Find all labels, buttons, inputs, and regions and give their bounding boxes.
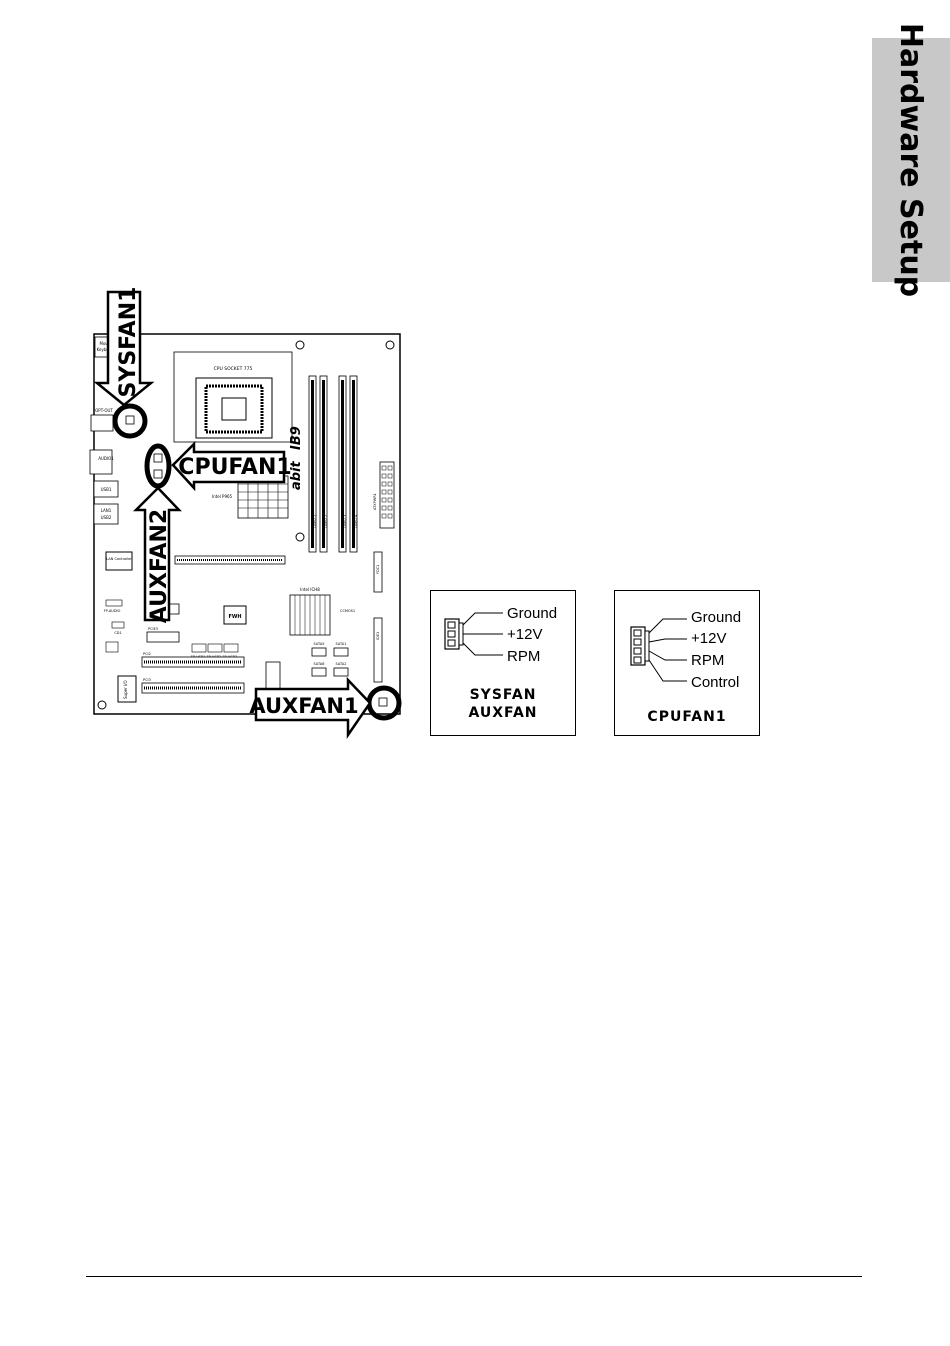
rear-label: AUDIO1 <box>98 456 114 461</box>
pin-label-12v: +12V <box>691 630 727 647</box>
mount-hole <box>385 340 395 350</box>
chip-label: Intel P965 <box>212 494 233 499</box>
auxfan1-arrow <box>254 676 372 740</box>
usb1-port <box>93 480 119 498</box>
cpufan1-header <box>153 453 163 463</box>
lan-usb-port <box>93 503 119 525</box>
board-model: IB9 <box>289 426 304 450</box>
section-tab: Hardware Setup <box>872 22 950 298</box>
auxfan2-arrow <box>132 486 182 622</box>
legend-3pin-title-2: AUXFAN <box>468 705 538 721</box>
chip-label: FWH <box>228 614 241 620</box>
atx-power <box>379 461 395 529</box>
rear-label: Mouse <box>100 341 114 346</box>
opt-out-port <box>90 414 114 432</box>
legend-3pin-title-1: SYSFAN <box>469 687 537 703</box>
cpu-socket-center <box>221 397 247 421</box>
pcie3-slot <box>146 631 180 643</box>
auxfan1-callout: AUXFAN1 <box>249 694 358 718</box>
auxfan2-header <box>153 469 163 479</box>
chip-label: CPU SOCKET 775 <box>214 366 253 372</box>
cpufan1-arrow <box>171 440 286 492</box>
chip-label: Super I/O <box>123 680 128 699</box>
legend-3pin: Ground +12V RPM SYSFAN AUXFAN <box>430 590 576 736</box>
motherboard-diagram: Mouse Keyboard OPT-OUT AUDIO1 USB1 LAN1 … <box>89 287 402 740</box>
rear-label: USB2 <box>101 515 112 520</box>
mount-hole <box>97 700 107 710</box>
auxfan1-header <box>378 697 388 707</box>
4pin-connector-icon <box>630 618 687 682</box>
sata-connectors <box>311 647 349 677</box>
cpu-socket-pins <box>204 384 264 434</box>
slot-label: DDR2 3 <box>343 515 347 528</box>
cd1-header <box>111 621 125 629</box>
sata-label: SATA6 <box>314 662 325 666</box>
sysfan1-arrow <box>93 290 155 407</box>
fp-usb-headers <box>191 643 239 653</box>
legend-4pin-title: CPUFAN1 <box>647 709 727 725</box>
super-io-chip <box>117 675 137 703</box>
heatsink-grid <box>238 476 288 518</box>
header-label: CD1 <box>114 631 121 635</box>
pin-label-rpm: RPM <box>507 648 541 665</box>
sysfan1-highlight <box>112 403 148 439</box>
aux-chip <box>265 661 281 693</box>
legend-4pin: Ground +12V RPM Control CPUFAN1 <box>614 590 760 736</box>
ide-connector <box>373 617 383 683</box>
slot-label: PCIE3 <box>148 627 158 631</box>
cpufan1-callout: CPUFAN1 <box>178 455 291 480</box>
rear-label: OPT-OUT <box>95 408 113 413</box>
lan-controller <box>105 551 133 571</box>
pin-label-12v: +12V <box>507 626 543 643</box>
slot-label: PCI2 <box>143 652 151 656</box>
slot-label: DDR2 1 <box>313 515 317 528</box>
slot-label: DDR2 2 <box>324 515 328 528</box>
slot-label: IDE1 <box>376 632 380 640</box>
pin-label-control: Control <box>691 674 740 691</box>
fdc-connector <box>373 551 383 593</box>
fp-audio-header <box>105 599 123 607</box>
slot-label: DDR2 4 <box>354 514 358 528</box>
rear-label: LAN1 <box>101 508 112 513</box>
sata-label: SATA1 <box>336 642 347 646</box>
board-logo: abit <box>289 460 304 490</box>
3pin-connector-icon <box>444 612 503 656</box>
slot-label: ATXPWR1 <box>373 493 377 510</box>
pin-label-rpm: RPM <box>691 652 725 669</box>
sata-label: SATA5 <box>314 642 325 646</box>
chip-label: LAN Controller <box>106 557 132 561</box>
rear-label: Keyboard <box>97 347 116 352</box>
mount-hole <box>295 532 305 542</box>
slot-label: FDC1 <box>376 565 380 574</box>
sysfan1-header <box>125 415 135 425</box>
battery <box>105 641 119 653</box>
audio-port <box>89 449 113 475</box>
header-label: CCMOS1 <box>340 609 355 613</box>
dimm-slots <box>308 375 358 553</box>
auxfan2-callout: AUXFAN2 <box>147 509 172 623</box>
cpufan-auxfan2-highlight <box>144 443 172 489</box>
rear-label: USB1 <box>101 487 112 492</box>
fwh-chip <box>223 605 247 625</box>
sata-label: SATA2 <box>336 662 347 666</box>
section-tab-label: Hardware Setup <box>893 22 929 298</box>
mount-hole <box>295 340 305 350</box>
pin-label-ground: Ground <box>691 609 742 626</box>
header-label: FP-AUDIO <box>104 609 121 613</box>
footer-divider <box>86 1276 862 1277</box>
sysfan1-callout: SYSFAN1 <box>116 287 141 398</box>
pin-label-ground: Ground <box>507 605 558 622</box>
slot-label: PCI3 <box>143 678 151 682</box>
chip-label: Intel ICH8 <box>300 587 320 592</box>
